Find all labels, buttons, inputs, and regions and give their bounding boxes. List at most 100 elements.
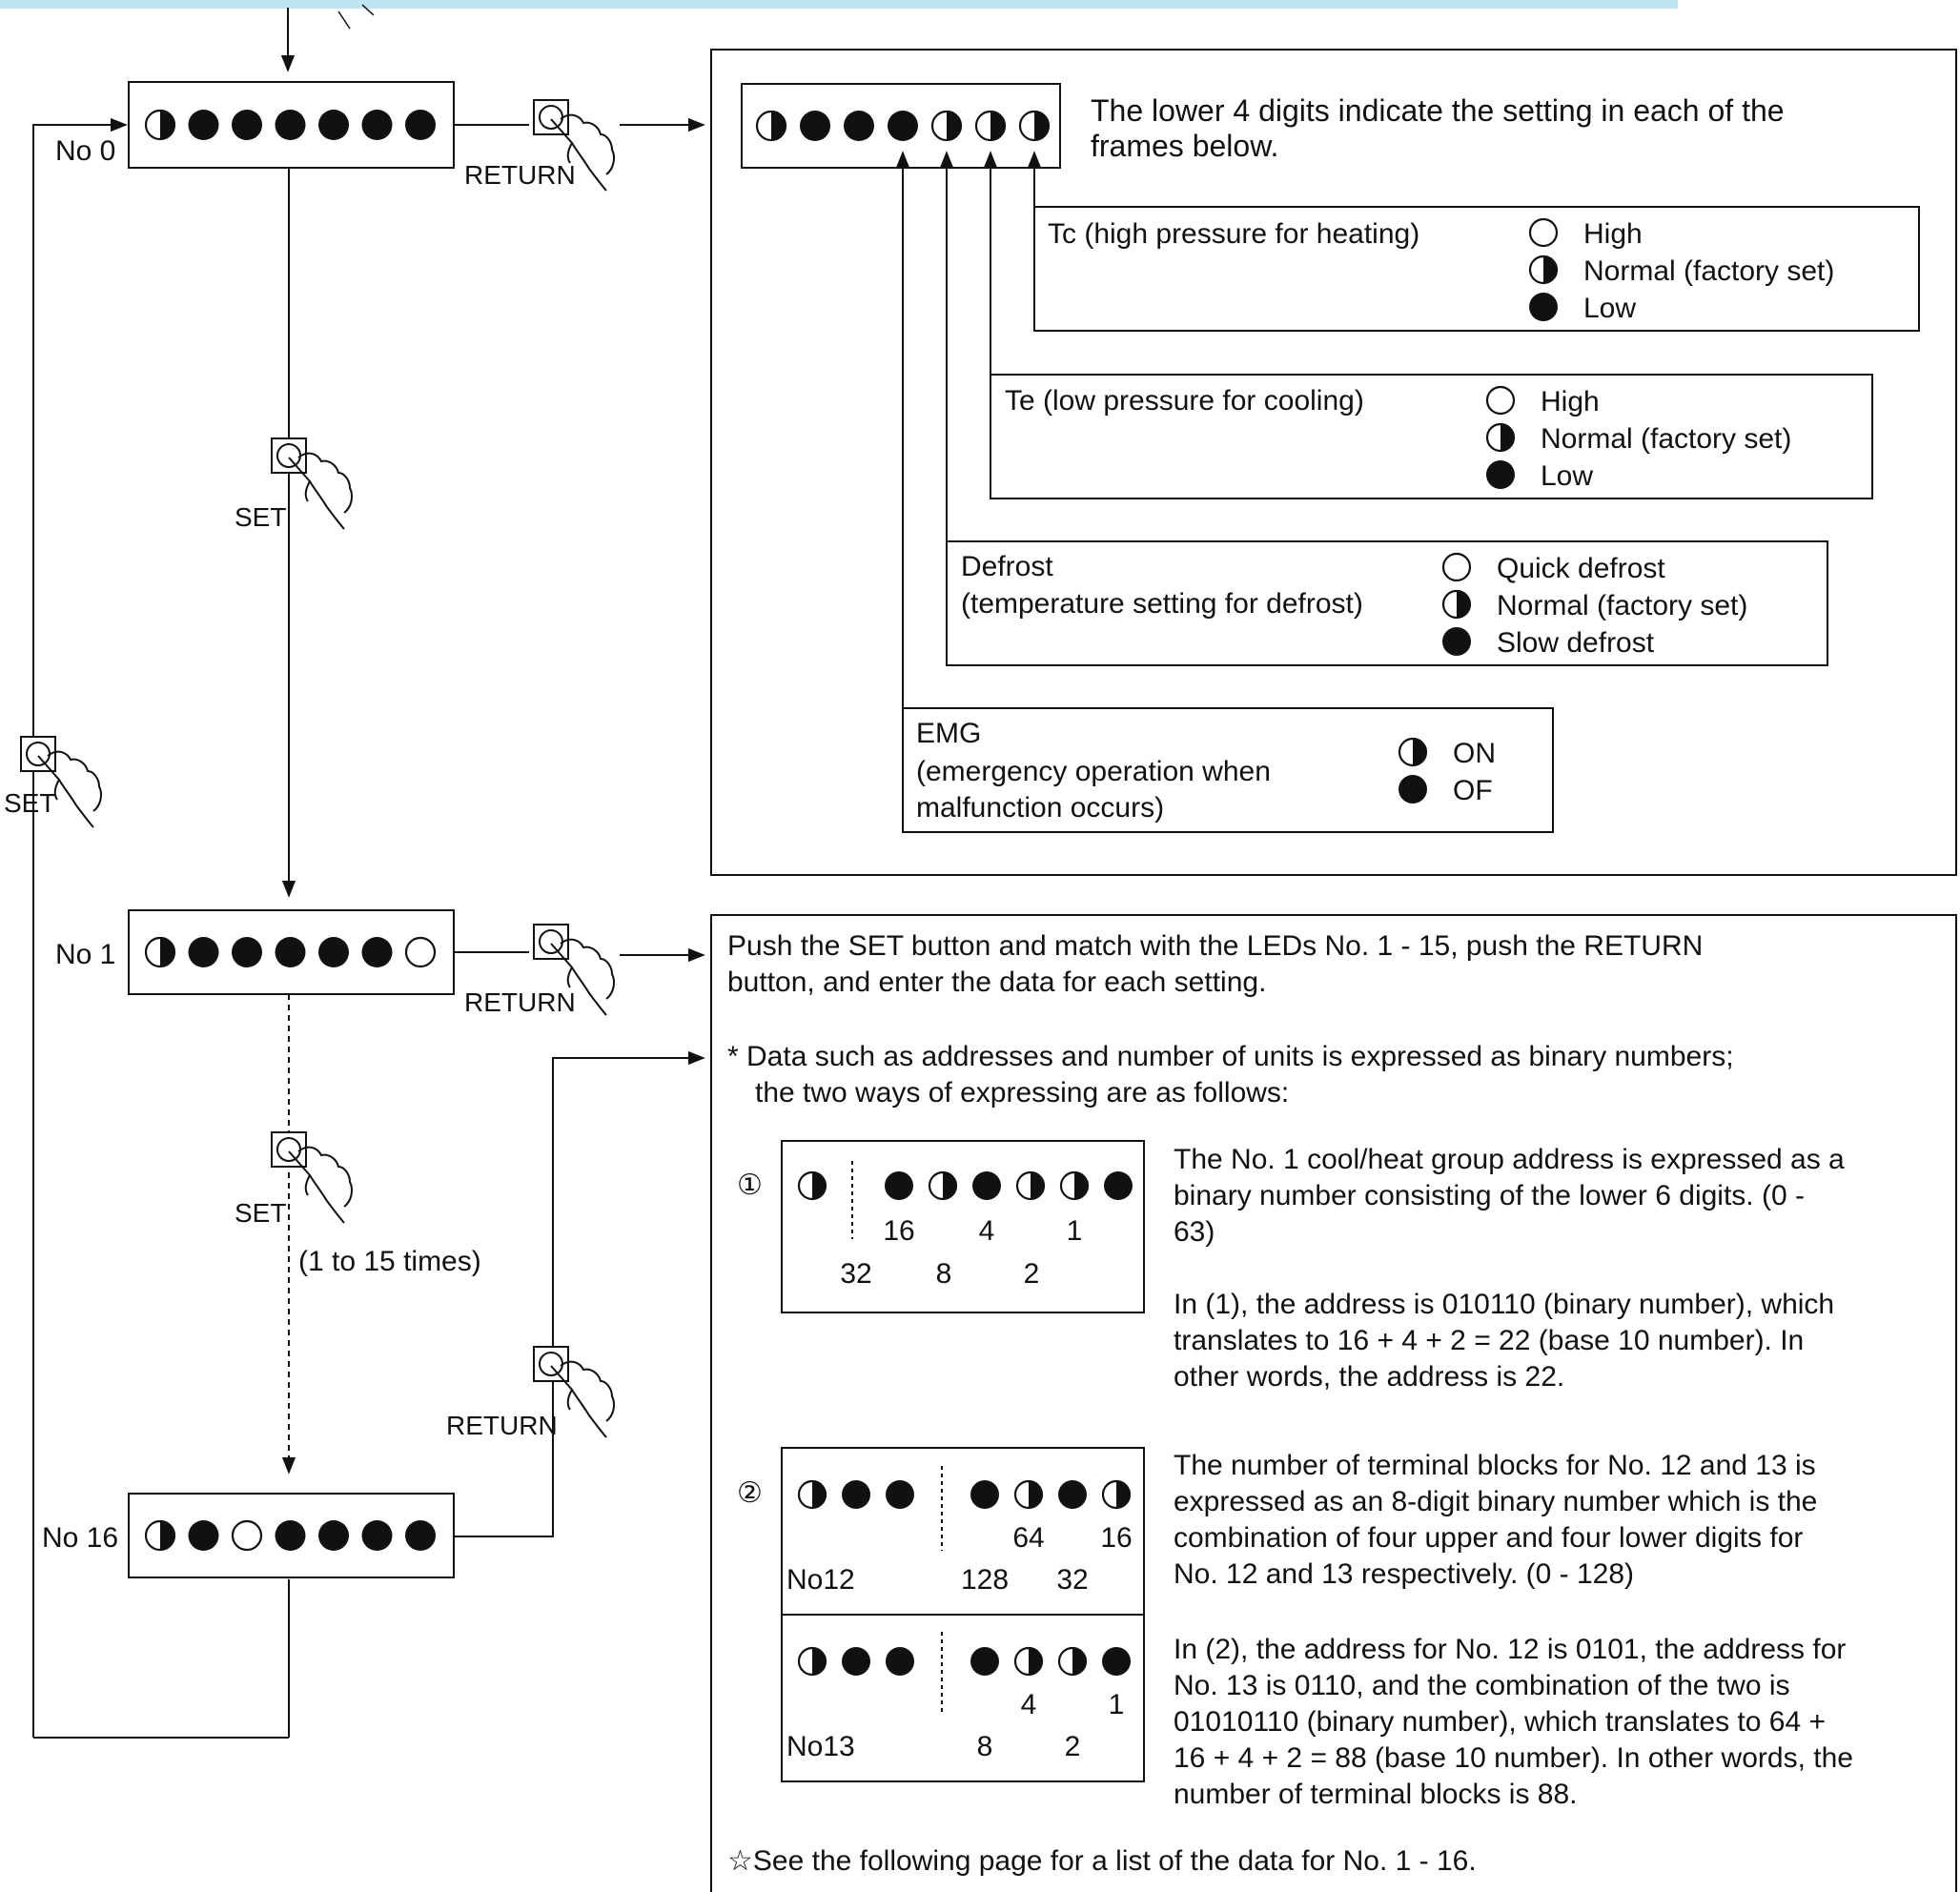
filled-circle-icon xyxy=(970,1480,999,1509)
weight-label: 1 xyxy=(1109,1689,1125,1720)
settings-panel-frame xyxy=(710,49,1957,876)
data-note-line1: * Data such as addresses and number of u… xyxy=(727,1041,1734,1072)
tc-frame xyxy=(1033,206,1920,332)
weight-label: 32 xyxy=(1056,1564,1088,1596)
data-footer: ☆See the following page for a list of th… xyxy=(727,1845,1477,1877)
example1-marker: ① xyxy=(737,1170,763,1201)
defrost-title-line2: (temperature setting for defrost) xyxy=(961,588,1363,620)
te-title: Te (low pressure for cooling) xyxy=(1005,385,1364,417)
description-line: binary number consisting of the lower 6 … xyxy=(1174,1180,1805,1211)
data-panel-frame xyxy=(710,914,1957,1892)
half-filled-circle-icon xyxy=(930,110,963,142)
label-no1: No 1 xyxy=(55,939,115,970)
description-line: The number of terminal blocks for No. 12… xyxy=(1174,1450,1816,1481)
half-filled-circle-icon xyxy=(797,1170,827,1201)
filled-circle-icon xyxy=(1102,1647,1131,1676)
filled-circle-icon xyxy=(405,1520,436,1551)
half-filled-circle-icon xyxy=(1485,422,1516,453)
filled-circle-icon xyxy=(318,110,349,140)
example1-description: The No. 1 cool/heat group address is exp… xyxy=(1174,1144,1845,1393)
description-line: In (1), the address is 010110 (binary nu… xyxy=(1174,1289,1834,1320)
description-line: 16 + 4 + 2 = 88 (base 10 number). In oth… xyxy=(1174,1742,1853,1774)
example2-no13-label: No13 xyxy=(786,1731,855,1762)
description-line: translates to 16 + 4 + 2 = 22 (base 10 n… xyxy=(1174,1325,1804,1356)
half-filled-circle-icon xyxy=(1059,1170,1090,1201)
emg-title-line1: EMG xyxy=(916,718,981,749)
led-row-no16 xyxy=(144,1519,436,1552)
filled-circle-icon xyxy=(842,1647,870,1676)
weight-label: 4 xyxy=(1021,1689,1037,1720)
half-filled-circle-icon xyxy=(1398,737,1428,767)
half-filled-circle-icon xyxy=(1057,1646,1088,1677)
description-line: 01010110 (binary number), which translat… xyxy=(1174,1706,1826,1738)
label-no16: No 16 xyxy=(42,1522,118,1554)
option-label: Normal (factory set) xyxy=(1497,590,1747,621)
top-band xyxy=(0,0,1678,9)
weight-label: 16 xyxy=(1100,1522,1132,1554)
open-circle-icon xyxy=(404,936,437,968)
option-label: Low xyxy=(1583,293,1636,324)
option-label: Normal (factory set) xyxy=(1583,255,1834,287)
data-note-line2: the two ways of expressing are as follow… xyxy=(755,1077,1289,1109)
set-label-main: SET xyxy=(235,502,286,532)
led-row-no0 xyxy=(144,109,436,141)
example2-no13-box xyxy=(781,1614,1145,1782)
emg-title-line3: malfunction occurs) xyxy=(916,792,1164,824)
example2-marker: ② xyxy=(737,1477,763,1509)
left-flow xyxy=(32,4,705,1739)
data-intro-line1: Push the SET button and match with the L… xyxy=(727,930,1703,962)
defrost-frame xyxy=(946,540,1828,666)
defrost-title-line1: Defrost xyxy=(961,551,1053,582)
filled-circle-icon xyxy=(972,1171,1001,1200)
settings-intro-line2: frames below. xyxy=(1091,129,1278,163)
emg-title-line2: (emergency operation when xyxy=(916,756,1271,787)
option-label: Low xyxy=(1541,460,1593,492)
description-line: No. 13 is 0110, and the combination of t… xyxy=(1174,1670,1790,1701)
description-line: In (2), the address for No. 12 is 0101, … xyxy=(1174,1634,1846,1665)
half-filled-circle-icon xyxy=(1441,589,1472,620)
half-filled-circle-icon xyxy=(1013,1646,1044,1677)
weight-label: 2 xyxy=(1024,1258,1040,1290)
half-filled-circle-icon xyxy=(755,110,787,142)
open-circle-icon xyxy=(1485,385,1516,416)
filled-circle-icon xyxy=(970,1647,999,1676)
description-line: The No. 1 cool/heat group address is exp… xyxy=(1174,1144,1845,1175)
example1-box xyxy=(781,1140,1145,1313)
half-filled-circle-icon xyxy=(1015,1170,1046,1201)
filled-circle-icon xyxy=(1104,1171,1133,1200)
half-filled-circle-icon xyxy=(797,1646,827,1677)
repeat-note: (1 to 15 times) xyxy=(298,1246,481,1277)
weight-label: 8 xyxy=(936,1258,952,1290)
half-filled-circle-icon xyxy=(144,936,176,968)
filled-circle-icon xyxy=(405,110,436,140)
open-circle-icon xyxy=(231,1519,263,1552)
filled-circle-icon xyxy=(1399,775,1427,804)
half-filled-circle-icon xyxy=(144,1519,176,1552)
half-filled-circle-icon xyxy=(797,1479,827,1510)
settings-led-row xyxy=(755,110,1051,142)
option-label: ON xyxy=(1453,738,1496,769)
filled-circle-icon xyxy=(800,111,830,141)
led-row-no1 xyxy=(144,936,437,968)
example2-description-1: The number of terminal blocks for No. 12… xyxy=(1174,1450,1817,1590)
return-label-no1: RETURN xyxy=(464,987,576,1017)
filled-circle-icon xyxy=(888,111,918,141)
filled-circle-icon xyxy=(275,110,306,140)
weight-label: 32 xyxy=(840,1258,871,1290)
option-label: Slow defrost xyxy=(1497,627,1655,659)
emg-frame xyxy=(902,707,1554,833)
weight-label: 8 xyxy=(977,1731,993,1762)
filled-circle-icon xyxy=(232,937,262,967)
filled-circle-icon xyxy=(844,111,874,141)
description-line: number of terminal blocks is 88. xyxy=(1174,1779,1578,1810)
filled-circle-icon xyxy=(318,1520,349,1551)
option-label: High xyxy=(1541,386,1600,417)
open-circle-icon xyxy=(1528,217,1559,248)
data-intro-line2: button, and enter the data for each sett… xyxy=(727,966,1266,998)
weight-label: 1 xyxy=(1067,1215,1083,1247)
filled-circle-icon xyxy=(188,937,219,967)
